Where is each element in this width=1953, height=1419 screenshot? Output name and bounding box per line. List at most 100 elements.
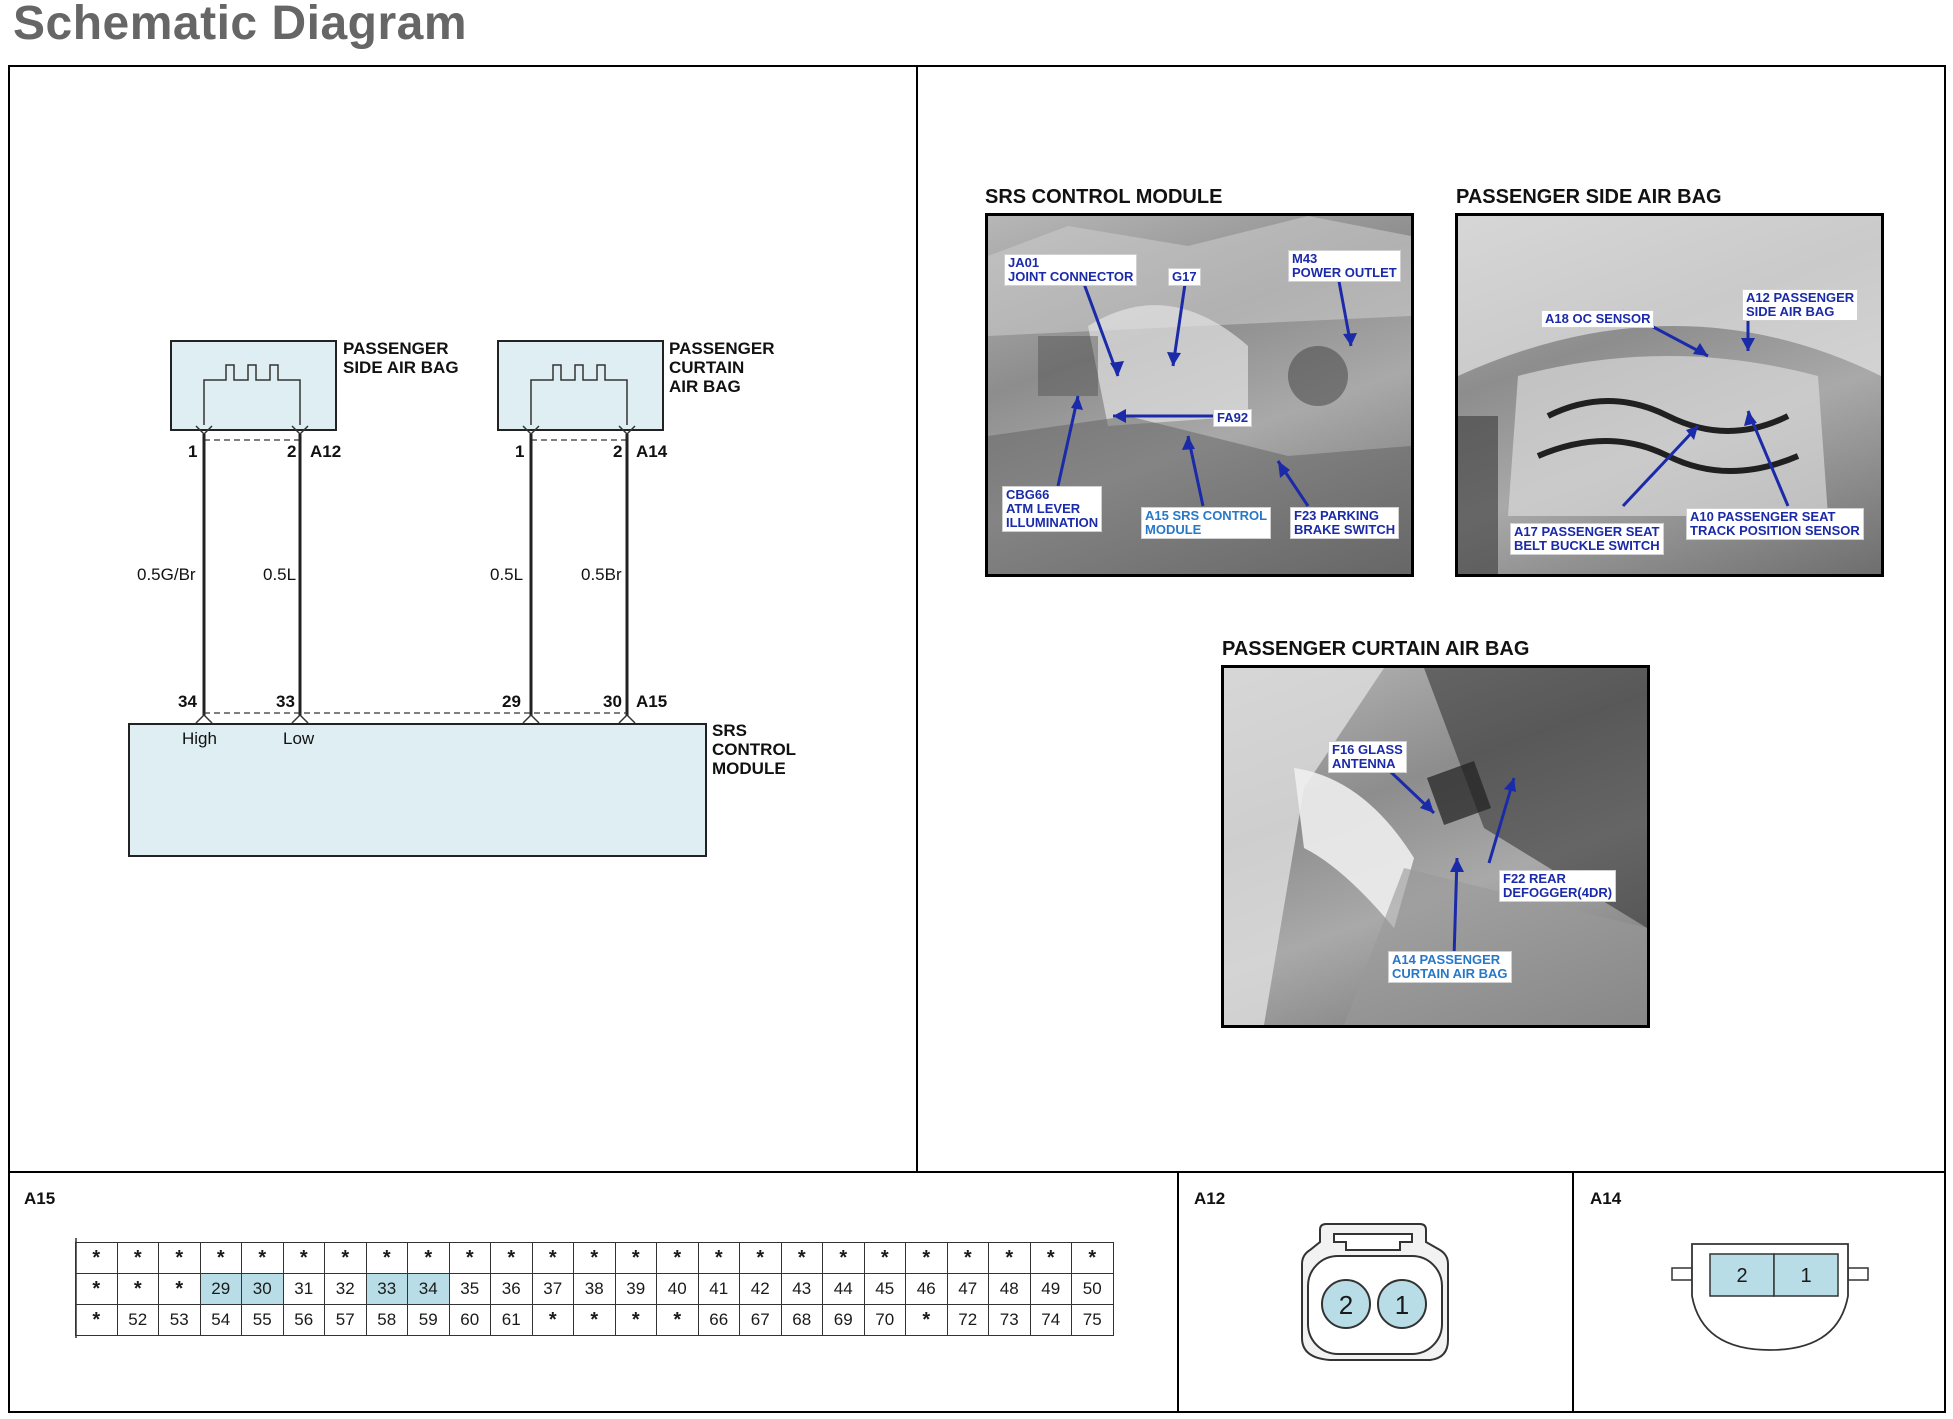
a15-pin-cell: 33 (365, 1273, 408, 1305)
a15-pin-cell: 32 (324, 1273, 367, 1305)
a15-pin-cell: * (490, 1242, 533, 1274)
callout-a17: A17 PASSENGER SEAT BELT BUCKLE SWITCH (1510, 523, 1664, 555)
vertical-divider (916, 65, 918, 1173)
side-airbag-squib (203, 364, 301, 425)
a15-pin-cell: * (863, 1242, 906, 1274)
pin-side-2: 2 (287, 442, 297, 461)
a15-pin-cell: 58 (365, 1304, 408, 1336)
a14-pin-2-label: 2 (1736, 1265, 1748, 1287)
callout-g17: G17 (1168, 268, 1201, 286)
a15-pin-cell: * (407, 1242, 450, 1274)
pin-side-1: 1 (188, 442, 198, 461)
a15-pin-cell: 56 (282, 1304, 325, 1336)
a15-pin-cell: 44 (822, 1273, 865, 1305)
a15-pin-cell: * (448, 1242, 491, 1274)
a15-pin-cell: 42 (739, 1273, 782, 1305)
photo-side-title: PASSENGER SIDE AIR BAG (1456, 186, 1722, 208)
a15-pin-cell: 70 (863, 1304, 906, 1336)
photo-passenger-side-air-bag: A18 OC SENSOR A12 PASSENGER SIDE AIR BAG… (1455, 213, 1884, 577)
a15-pin-cell: * (531, 1242, 574, 1274)
callout-ja01: JA01 JOINT CONNECTOR (1004, 254, 1138, 286)
a15-pin-cell: 67 (739, 1304, 782, 1336)
a15-pin-cell: 54 (199, 1304, 242, 1336)
callout-f22: F22 REAR DEFOGGER(4DR) (1499, 870, 1617, 902)
a15-pin-cell: 53 (158, 1304, 201, 1336)
a15-pin-cell: 68 (780, 1304, 823, 1336)
a15-pin-cell: * (739, 1242, 782, 1274)
a12-pin-1 (1377, 1279, 1427, 1329)
a15-pin-cell: * (1071, 1242, 1114, 1274)
a15-pin-cell: 66 (697, 1304, 740, 1336)
side-airbag-label: PASSENGER SIDE AIR BAG (343, 339, 459, 377)
a14-pin-2 (1709, 1253, 1775, 1297)
callout-m43: M43 POWER OUTLET (1288, 250, 1401, 282)
a15-pin-cell: * (116, 1273, 159, 1305)
a15-pin-cell: 75 (1071, 1304, 1114, 1336)
a15-pin-cell: 39 (614, 1273, 657, 1305)
side-airbag-box (170, 340, 337, 431)
a15-pin-cell: 49 (1029, 1273, 1072, 1305)
a15-pin-cell: 50 (1071, 1273, 1114, 1305)
wire-label-3: 0.5L (490, 565, 524, 584)
horizontal-divider (8, 1171, 1946, 1173)
srs-module-label: SRS CONTROL MODULE (712, 721, 797, 778)
a15-pin-cell: * (697, 1242, 740, 1274)
a15-pin-cell: 73 (988, 1304, 1031, 1336)
page-title: Schematic Diagram (13, 0, 468, 50)
curtain-airbag-squib (530, 364, 628, 425)
a15-row: ************************* (75, 1242, 1114, 1274)
a12-pin-1-label: 1 (1394, 1290, 1410, 1320)
a15-pin-cell: 45 (863, 1273, 906, 1305)
a15-pin-cell: 40 (656, 1273, 699, 1305)
a15-pin-cell: * (75, 1304, 118, 1336)
a15-pin-cell: * (1029, 1242, 1072, 1274)
a15-pin-cell: * (365, 1242, 408, 1274)
a12-pin-2-label: 2 (1338, 1290, 1354, 1320)
connector-a14-face (1671, 1243, 1869, 1351)
a15-pin-cell: 43 (780, 1273, 823, 1305)
a15-pin-cell: * (324, 1242, 367, 1274)
a15-pin-cell: 31 (282, 1273, 325, 1305)
photo-curtain-title: PASSENGER CURTAIN AIR BAG (1222, 638, 1530, 660)
a15-pin-cell: 72 (946, 1304, 989, 1336)
a15-pin-cell: * (241, 1242, 284, 1274)
schematic-drawing (128, 340, 707, 857)
a15-pin-cell: * (75, 1242, 118, 1274)
a15-pin-cell: 47 (946, 1273, 989, 1305)
a15-pin-cell: 37 (531, 1273, 574, 1305)
a15-pin-cell: 38 (573, 1273, 616, 1305)
callout-a15: A15 SRS CONTROL MODULE (1141, 507, 1272, 539)
a14-pin-1-label: 1 (1800, 1265, 1812, 1287)
a15-pin-cell: 41 (697, 1273, 740, 1305)
callout-f16: F16 GLASS ANTENNA (1328, 741, 1407, 773)
curtain-airbag-box (497, 340, 664, 431)
a15-pin-cell: 74 (1029, 1304, 1072, 1336)
a15-pin-cell: * (116, 1242, 159, 1274)
callout-fa92: FA92 (1213, 409, 1253, 427)
pin-low-label: Low (283, 729, 315, 748)
pin-module-33: 33 (276, 692, 295, 711)
a15-pin-cell: * (905, 1304, 948, 1336)
a15-pin-cell: 34 (407, 1273, 450, 1305)
a15-pin-cell: 59 (407, 1304, 450, 1336)
a15-pin-cell: * (656, 1304, 699, 1336)
a15-pin-cell: * (988, 1242, 1031, 1274)
callout-a10: A10 PASSENGER SEAT TRACK POSITION SENSOR (1686, 508, 1864, 540)
a15-pin-cell: 69 (822, 1304, 865, 1336)
a15-pin-cell: 60 (448, 1304, 491, 1336)
photo-srs-title: SRS CONTROL MODULE (985, 186, 1223, 208)
a15-pin-cell: 55 (241, 1304, 284, 1336)
a15-pin-cell: * (905, 1242, 948, 1274)
pin-curtain-2: 2 (613, 442, 623, 461)
pin-module-29: 29 (502, 692, 521, 711)
a15-pin-cell: * (656, 1242, 699, 1274)
a15-pin-cell: * (158, 1242, 201, 1274)
callout-f23: F23 PARKING BRAKE SWITCH (1290, 507, 1400, 539)
photo-srs-control-module: JA01 JOINT CONNECTOR G17 M43 POWER OUTLE… (985, 213, 1414, 577)
a15-pin-cell: * (75, 1273, 118, 1305)
connector-a12-ref: A12 (310, 442, 342, 461)
pin-module-34: 34 (178, 692, 197, 711)
